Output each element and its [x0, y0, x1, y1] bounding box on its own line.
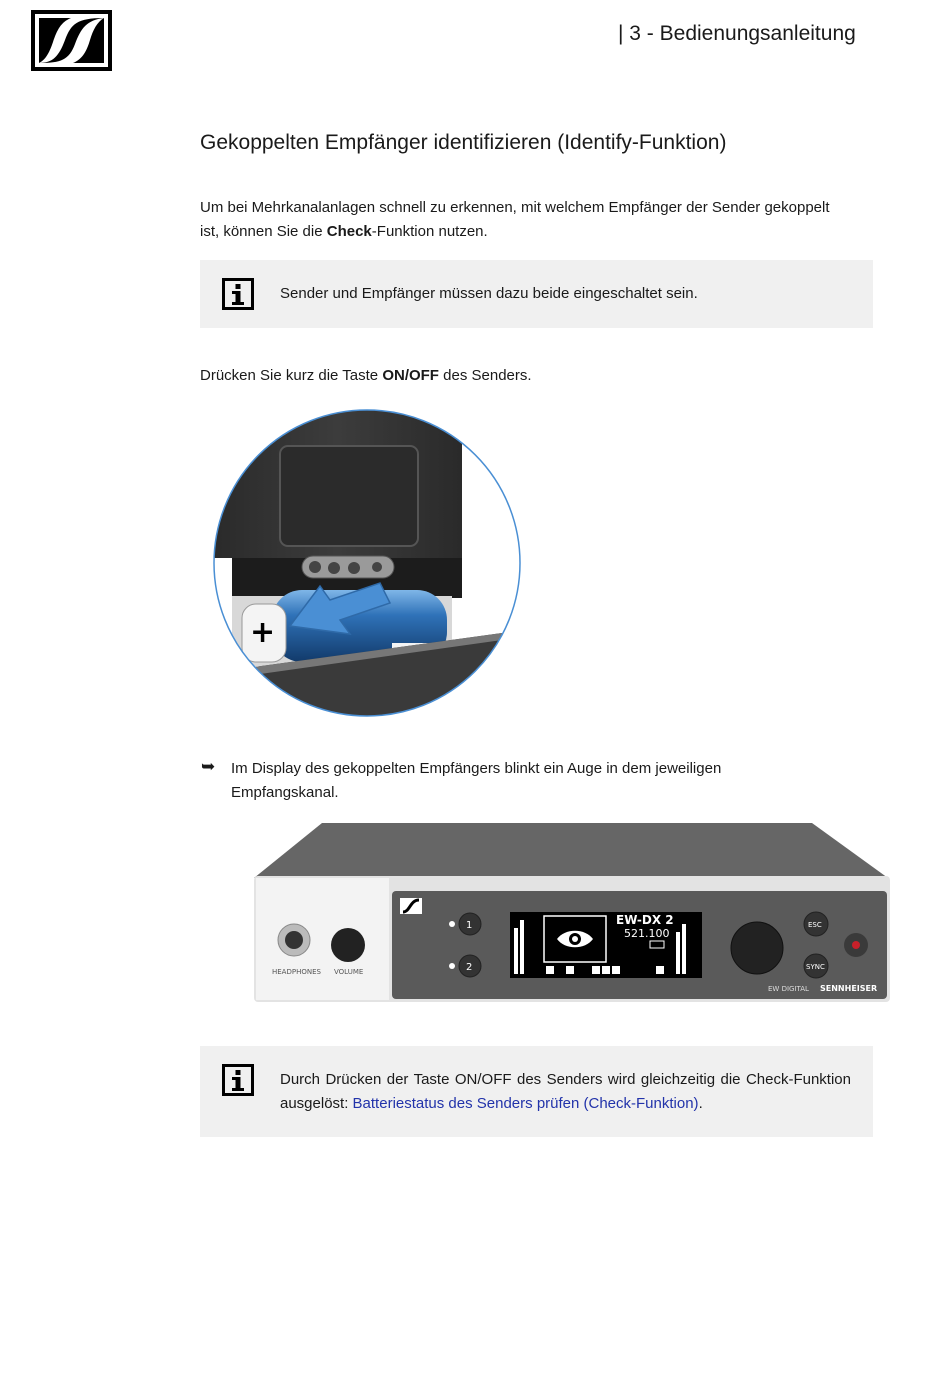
frequency: 521.100: [624, 927, 670, 940]
plus-sign: +: [250, 615, 275, 650]
result-text: Im Display des gekoppelten Empfängers bl…: [231, 760, 722, 801]
channel-2-label: 2: [466, 962, 472, 973]
device-name: EW-DX 2: [616, 913, 674, 927]
info-note-1: Sender und Empfänger müssen dazu beide e…: [200, 260, 873, 328]
info-note-1-text: Sender und Empfänger müssen dazu beide e…: [280, 285, 698, 302]
volume-label: VOLUME: [334, 968, 363, 976]
result-arrow-icon: ➥: [201, 757, 216, 776]
header-title: | 3 - Bedienungsanleitung: [618, 22, 856, 45]
sync-button-label: SYNC: [806, 963, 825, 971]
step-paragraph: Drücken Sie kurz die Taste ON/OFF des Se…: [200, 367, 532, 384]
headphones-label: HEADPHONES: [272, 968, 322, 976]
info-icon: [222, 1064, 254, 1096]
brand-small: EW DIGITAL: [768, 985, 809, 993]
transmitter-illustration: +: [213, 409, 521, 717]
brand-name: SENNHEISER: [820, 984, 877, 993]
info-note-2-text: Durch Drücken der Taste ON/OFF des Sende…: [280, 1071, 851, 1112]
page-title: Gekoppelten Empfänger identifizieren (Id…: [200, 131, 727, 154]
info-note-2: Durch Drücken der Taste ON/OFF des Sende…: [200, 1046, 873, 1137]
esc-button-label: ESC: [808, 921, 822, 929]
channel-1-label: 1: [466, 920, 472, 931]
check-function-link[interactable]: Batteriestatus des Senders prüfen (Check…: [352, 1095, 699, 1112]
intro-paragraph: Um bei Mehrkanalanlagen schnell zu erken…: [200, 199, 830, 240]
sennheiser-logo-icon: [31, 10, 112, 71]
info-icon: [222, 278, 254, 310]
receiver-illustration: HEADPHONES VOLUME 1 2 EW-DX 2 521.100 ES…: [254, 823, 890, 1002]
